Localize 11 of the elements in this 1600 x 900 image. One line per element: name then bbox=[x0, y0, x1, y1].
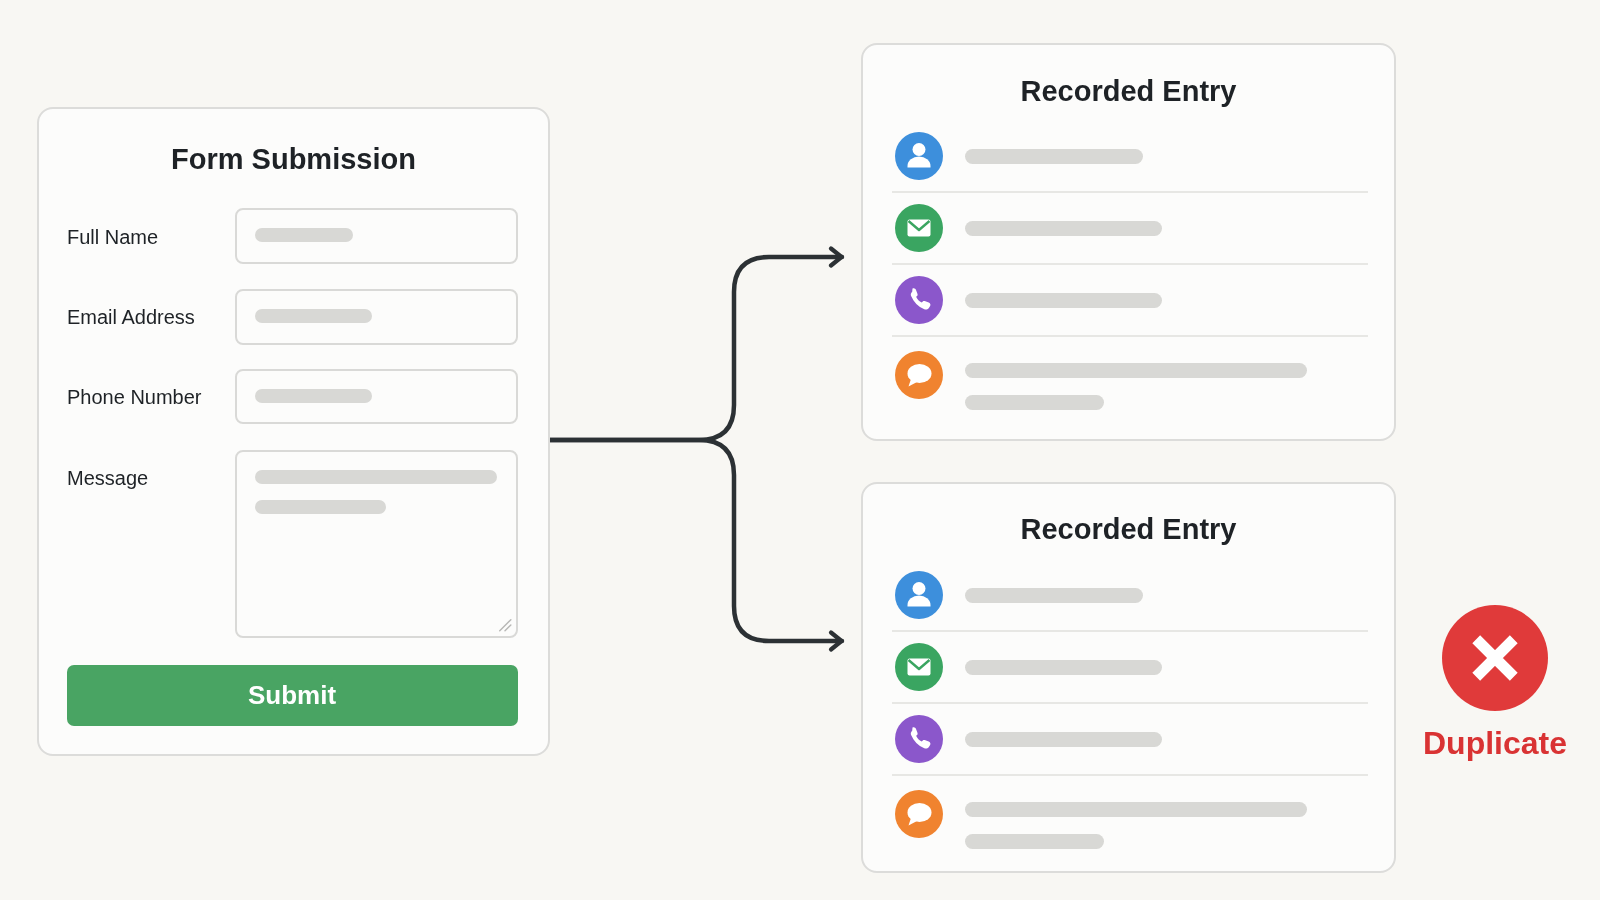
card-title: Recorded Entry bbox=[1020, 512, 1237, 547]
field-label: Full Name bbox=[67, 225, 159, 249]
field-label: Email Address bbox=[67, 305, 195, 329]
card-title: Form Submission bbox=[171, 142, 416, 177]
entry-card bbox=[861, 43, 1396, 441]
field-label: Phone Number bbox=[67, 385, 202, 409]
card-title: Recorded Entry bbox=[1020, 74, 1237, 109]
status-label: Duplicate bbox=[1423, 724, 1567, 762]
field-label: Message bbox=[67, 466, 149, 490]
entry-card bbox=[861, 482, 1396, 873]
submit-button: Submit bbox=[66, 664, 518, 726]
